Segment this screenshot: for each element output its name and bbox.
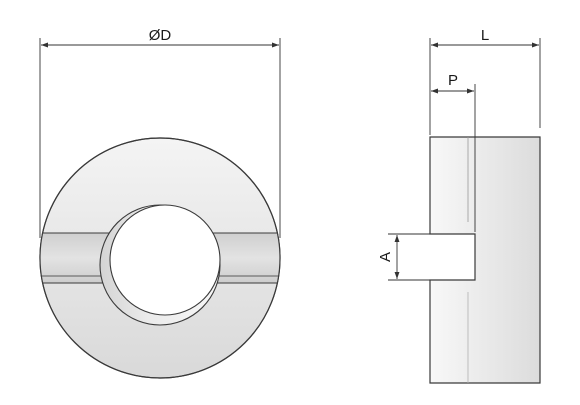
diameter-dimension: ØD [39, 27, 281, 238]
bore-hole [109, 204, 221, 316]
slot-width-dimension: A [377, 233, 430, 281]
collar-side-profile [429, 136, 541, 384]
slot-width-label: A [377, 252, 394, 262]
side-view [429, 136, 541, 384]
diameter-label: ØD [149, 27, 172, 44]
front-view [39, 137, 281, 379]
length-dimension: L [429, 27, 541, 135]
length-label: L [481, 27, 489, 44]
collar-outer-outline [39, 137, 281, 379]
slot-depth-dimension: P [431, 72, 476, 232]
slot-depth-label: P [448, 72, 458, 89]
